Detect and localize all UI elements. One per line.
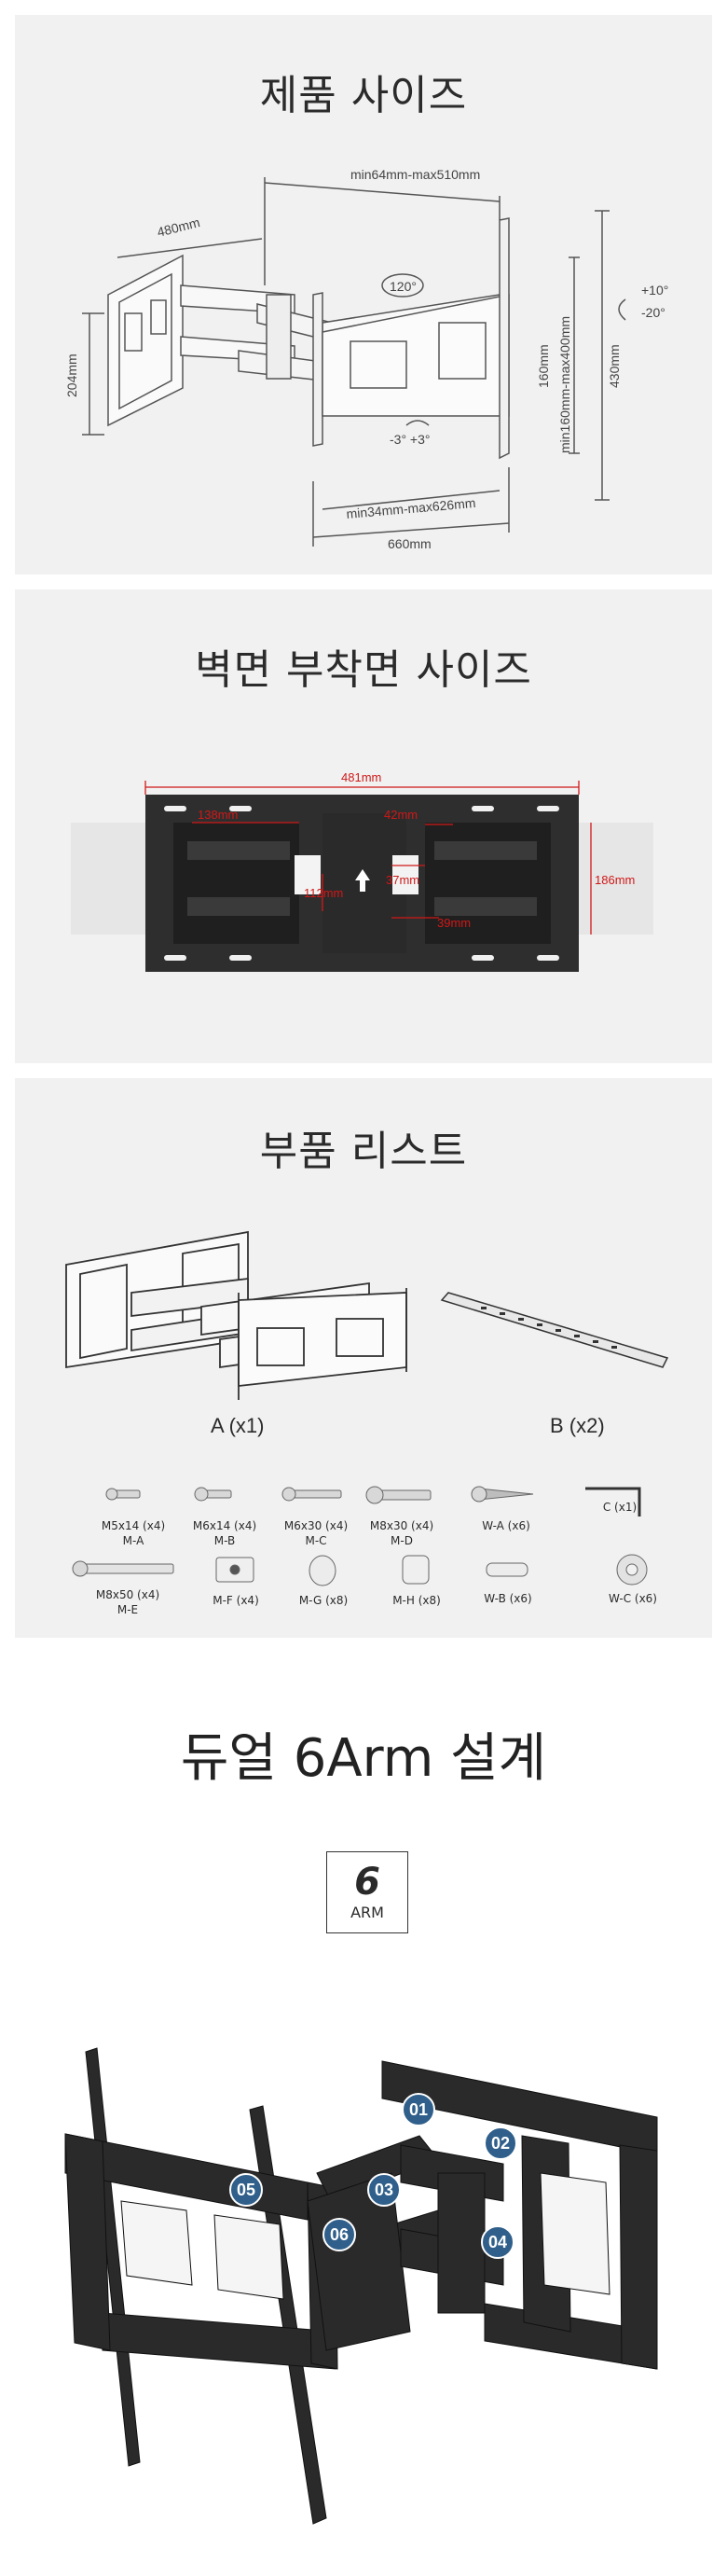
part-w-c: W-C (x6) [582, 1591, 684, 1606]
part-m-a-code: M-A [122, 1534, 144, 1547]
dim-tilt-down: -20° [641, 305, 665, 320]
arm-title: 듀얼 6Arm 설계 [180, 1728, 547, 1789]
arm-badge: 6 ARM [326, 1851, 408, 1933]
part-m-c: M6x30 (x4) M-C [265, 1518, 367, 1548]
parts-title: 부품 리스트 [259, 1128, 468, 1175]
dim-left-height: 204mm [64, 353, 79, 397]
part-m-b-name: M6x14 (x4) [192, 1519, 257, 1532]
part-a-illustration [65, 1230, 407, 1400]
size-diagram: min64mm-max510mm 480mm 204mm 120° 160mm … [64, 167, 668, 551]
part-m-a: M5x14 (x4) M-A [82, 1518, 185, 1548]
part-m-e: M8x50 (x4) M-E [76, 1587, 179, 1617]
wall-dim-138: 138mm [198, 808, 238, 822]
part-c: C (x1) [569, 1500, 671, 1515]
wall-dim-width: 481mm [341, 770, 381, 784]
part-m-d-code: M-D [391, 1534, 413, 1547]
wall-dim-39: 39mm [437, 916, 471, 930]
part-b-label: B (x2) [550, 1414, 605, 1437]
callout-04: 04 [488, 2233, 507, 2251]
wall-dim-37: 37mm [386, 873, 419, 887]
callout-01: 01 [409, 2100, 428, 2119]
parts-panel: 부품 리스트 A (x1) [15, 1078, 712, 1638]
part-m-c-name: M6x30 (x4) [283, 1519, 349, 1532]
dim-full-height: 430mm [607, 344, 622, 388]
part-m-d-name: M8x30 (x4) [369, 1519, 434, 1532]
parts-diagram: A (x1) B (x2) [65, 1230, 669, 1586]
dim-width: 660mm [388, 536, 432, 551]
part-m-e-code: M-E [117, 1603, 139, 1616]
callout-06: 06 [330, 2225, 349, 2244]
part-m-f: M-F (x4) [185, 1593, 287, 1608]
wall-panel: 벽면 부착면 사이즈 [15, 589, 712, 1063]
part-m-b: M6x14 (x4) M-B [173, 1518, 276, 1548]
part-m-a-name: M5x14 (x4) [101, 1519, 166, 1532]
callout-03: 03 [375, 2181, 393, 2199]
part-m-d: M8x30 (x4) M-D [350, 1518, 453, 1548]
part-m-e-name: M8x50 (x4) [95, 1588, 160, 1601]
part-m-c-code: M-C [305, 1534, 327, 1547]
part-m-b-code: M-B [213, 1534, 236, 1547]
callout-05: 05 [237, 2181, 255, 2199]
part-c-name: C (x1) [602, 1501, 638, 1514]
dim-rotation: 120° [390, 279, 417, 294]
dim-swivel: -3° +3° [390, 432, 431, 447]
dim-vesa-height: 160mm [536, 344, 551, 388]
size-panel: 제품 사이즈 [15, 15, 712, 575]
wall-dim-112: 112mm [304, 886, 343, 900]
part-w-b-name: W-B (x6) [484, 1592, 532, 1605]
part-a-label: A (x1) [211, 1414, 264, 1437]
size-title: 제품 사이즈 [259, 72, 468, 119]
dim-vesa-range-v: min160mm-max400mm [557, 316, 572, 453]
wall-title: 벽면 부착면 사이즈 [195, 646, 532, 694]
part-w-a: W-A (x6) [455, 1518, 557, 1533]
part-m-g: M-G (x8) [272, 1593, 375, 1608]
wall-dim-186: 186mm [595, 873, 635, 887]
part-m-h-name: M-H (x8) [392, 1594, 441, 1607]
wall-dim-42: 42mm [384, 808, 418, 822]
part-w-a-name: W-A (x6) [482, 1519, 530, 1532]
dim-top-range: min64mm-max510mm [350, 167, 480, 182]
part-w-b: W-B (x6) [457, 1591, 559, 1606]
arm-badge-number: 6 [354, 1861, 380, 1904]
part-m-f-name: M-F (x4) [213, 1594, 259, 1607]
part-b-illustration [440, 1292, 669, 1368]
arm-badge-text: ARM [350, 1904, 384, 1921]
part-w-c-name: W-C (x6) [608, 1592, 657, 1605]
wall-plate-diagram: 481mm 138mm 42mm 112mm 37mm 39mm 186mm [71, 770, 653, 972]
dim-tilt-up: +10° [641, 283, 668, 298]
part-m-h: M-H (x8) [365, 1593, 468, 1608]
callout-02: 02 [491, 2134, 510, 2153]
part-m-g-name: M-G (x8) [298, 1594, 349, 1607]
